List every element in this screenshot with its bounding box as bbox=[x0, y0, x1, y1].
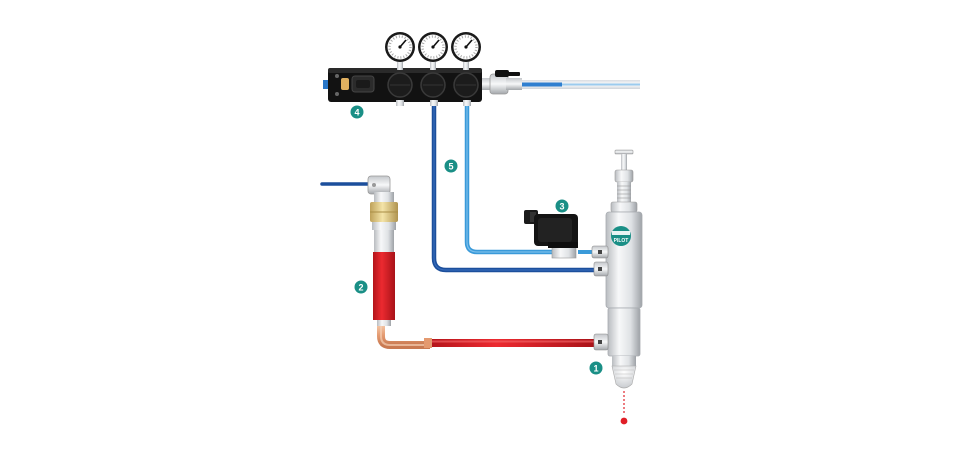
main-ball-valve bbox=[482, 70, 522, 95]
callout-2: 2 bbox=[354, 280, 368, 294]
pressure-gauge-3 bbox=[451, 32, 481, 70]
callout-5: 5 bbox=[444, 159, 458, 173]
copper-elbow-pipe bbox=[377, 326, 430, 349]
callout-1: 1 bbox=[589, 361, 603, 375]
pressure-gauge-1 bbox=[385, 32, 415, 70]
callout-2-label: 2 bbox=[358, 283, 363, 293]
spray-gun-body bbox=[605, 211, 643, 309]
pressure-gauge-2 bbox=[418, 32, 448, 70]
solenoid-valve bbox=[524, 210, 578, 259]
spray-droplets bbox=[620, 391, 628, 425]
callout-5-label: 5 bbox=[448, 162, 453, 172]
callout-4-label: 4 bbox=[354, 108, 359, 118]
callout-4: 4 bbox=[350, 105, 364, 119]
callout-1-label: 1 bbox=[593, 364, 598, 374]
spray-nozzle bbox=[611, 365, 637, 389]
callout-3-label: 3 bbox=[559, 202, 564, 212]
fluid-pressure-cartridge bbox=[367, 175, 432, 349]
red-fluid-cylinder bbox=[373, 252, 395, 320]
air-manifold-with-regulators bbox=[323, 68, 482, 106]
red-fluid-hose bbox=[430, 339, 596, 347]
callout-3: 3 bbox=[555, 199, 569, 213]
logo-text: PILOT bbox=[614, 238, 629, 244]
spray-gun: PILOT bbox=[591, 149, 643, 389]
